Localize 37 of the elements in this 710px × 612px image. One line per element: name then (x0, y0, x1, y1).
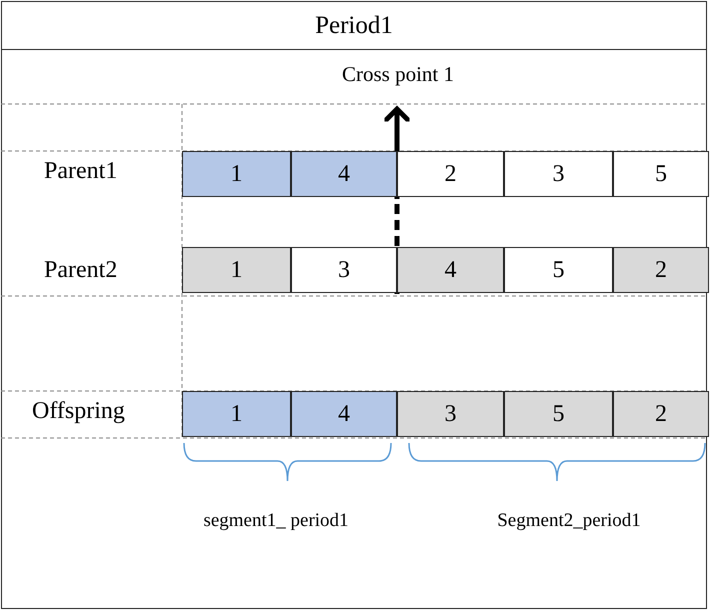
gene-number: 4 (338, 160, 350, 188)
gene-number: 4 (338, 400, 350, 428)
gene-number: 1 (230, 160, 242, 188)
sequence-cell (397, 391, 504, 437)
gene-number: 5 (552, 256, 564, 284)
sequence-cell (397, 247, 504, 293)
sequence-cell (504, 247, 613, 293)
sequence-cell (504, 391, 613, 437)
gene-number: 3 (552, 160, 564, 188)
gene-number: 3 (444, 400, 456, 428)
sequence-cell (291, 391, 397, 437)
row-label: Parent1 (44, 158, 118, 185)
segment-label: segment1_ period1 (203, 510, 349, 532)
sequence-cell (397, 151, 504, 197)
row-label: Offspring (32, 398, 125, 425)
gene-number: 2 (655, 400, 667, 428)
row-label: Parent2 (44, 257, 118, 284)
sequence-cell (182, 151, 291, 197)
sequence-cell (504, 151, 613, 197)
gene-number: 2 (655, 256, 667, 284)
gene-number: 3 (338, 256, 350, 284)
gene-number: 1 (230, 400, 242, 428)
segment-label: Segment2_period1 (497, 510, 641, 532)
crosspoint-label: Cross point 1 (342, 62, 454, 87)
gene-number: 1 (230, 256, 242, 284)
sequence-cell (613, 391, 709, 437)
gene-number: 5 (552, 400, 564, 428)
period-heading: Period1 (2, 2, 706, 50)
sequence-cell (291, 247, 397, 293)
sequence-cell (291, 151, 397, 197)
gene-number: 5 (655, 160, 667, 188)
sequence-cell (182, 247, 291, 293)
sequence-cell (182, 391, 291, 437)
sequence-cell (613, 151, 709, 197)
gene-number: 4 (444, 256, 456, 284)
gene-number: 2 (444, 160, 456, 188)
sequence-cell (613, 247, 709, 293)
